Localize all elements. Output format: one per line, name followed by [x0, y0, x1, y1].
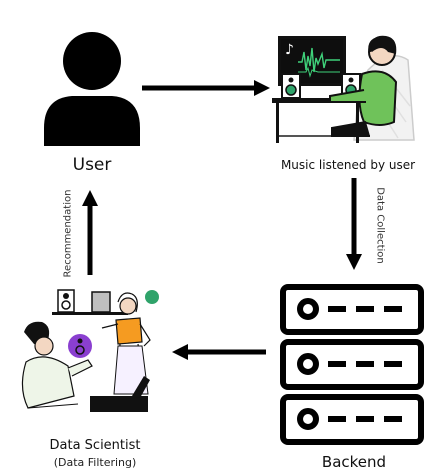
- scientist-sublabel: (Data Filtering): [53, 456, 137, 469]
- server-rack-icon: [280, 284, 424, 445]
- music-label: Music listened by user: [280, 158, 416, 172]
- music-node: ♪: [270, 30, 430, 148]
- svg-text:♪: ♪: [285, 42, 294, 58]
- recommendation-label: Recommendation: [62, 189, 74, 278]
- backend-label: Backend: [321, 453, 387, 471]
- person-silhouette-icon: [44, 32, 140, 146]
- scientist-node: [14, 284, 170, 420]
- data-collection-label: Data Collection: [374, 187, 386, 264]
- scientist-label: Data Scientist: [49, 438, 141, 453]
- user-label: User: [72, 155, 112, 175]
- user-node: [40, 30, 144, 146]
- data-scientist-illustration: [21, 289, 159, 412]
- backend-node: [278, 282, 426, 452]
- music-listener-illustration: ♪: [272, 35, 415, 143]
